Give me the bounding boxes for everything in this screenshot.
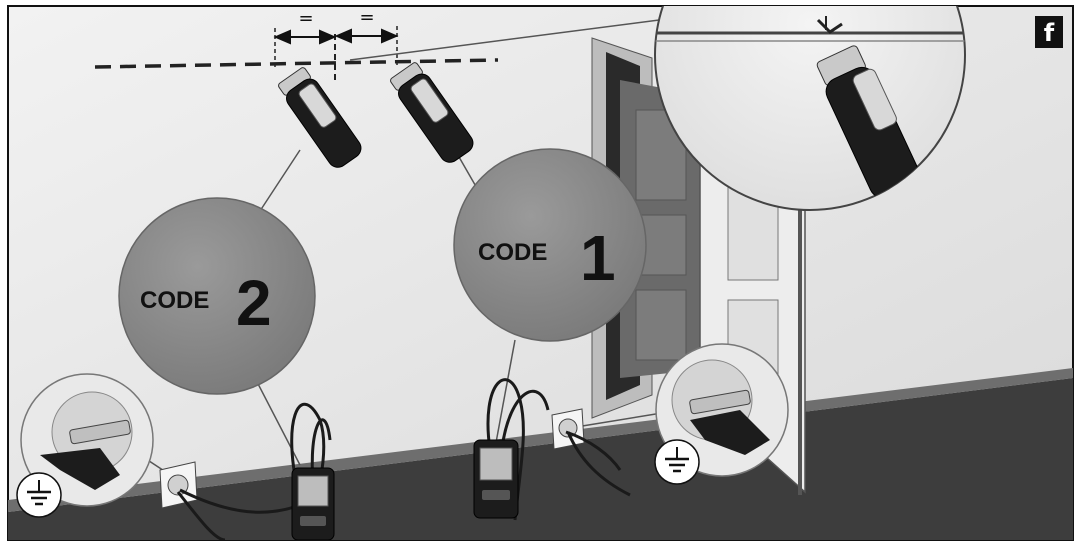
leader-line-zoom [349, 15, 691, 61]
display-callout-left: CODE 2 [118, 197, 316, 395]
corner-letter-badge: f [1035, 16, 1063, 48]
floor [8, 378, 1073, 540]
leader-line-right-bottom [494, 339, 516, 449]
zoom-callout [654, 6, 966, 211]
probe-right [390, 62, 474, 163]
tester-device-right [473, 439, 519, 519]
display-callout-right: CODE 1 [453, 148, 647, 342]
ground-icon-right [654, 439, 700, 485]
probe-left [278, 67, 362, 168]
socket-zoom-right [654, 343, 789, 485]
leader-line-socket-right [569, 411, 669, 429]
wall-socket-right [551, 408, 585, 450]
display-code-label-right: CODE [478, 239, 547, 266]
socket-zoom-left [16, 373, 154, 518]
tester-device-left [291, 467, 335, 540]
ground-icon-left [16, 472, 62, 518]
corner-badge-letter: f [1044, 19, 1055, 47]
cables-right [486, 378, 631, 521]
wall-socket-left [159, 461, 198, 509]
leader-line-left-top [257, 149, 301, 215]
display-code-label-left: CODE [140, 287, 209, 314]
display-code-digit-right: 1 [580, 222, 616, 294]
equal-sign-right: = [359, 7, 374, 28]
dimension-arrow-right [334, 28, 399, 44]
equal-sign-left: = [298, 8, 313, 29]
baseboard [8, 368, 1073, 512]
display-code-digit-left: 2 [236, 267, 272, 339]
dimension-arrow-left [273, 29, 337, 45]
wall-reference-dashed-line [94, 58, 499, 69]
